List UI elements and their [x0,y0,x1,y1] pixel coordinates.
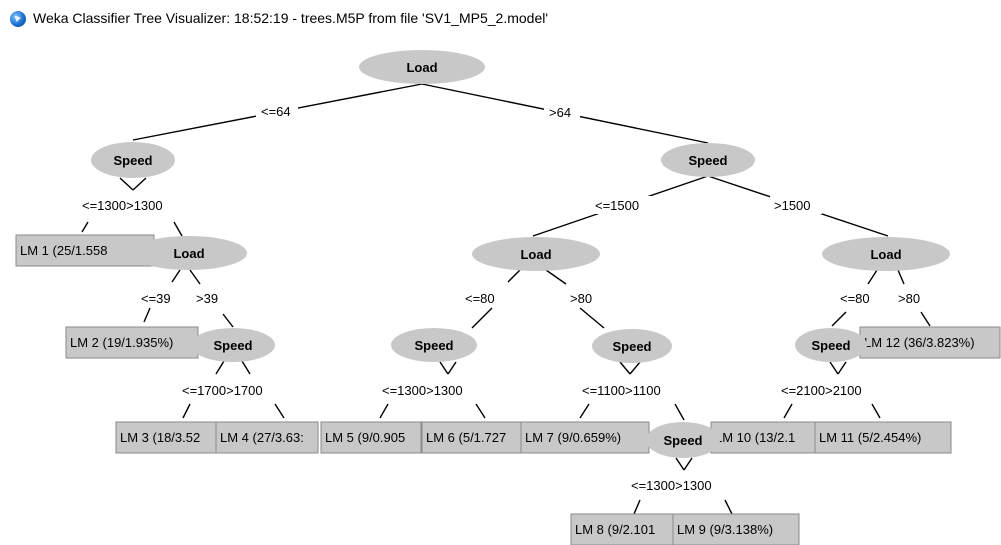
svg-text:Speed: Speed [414,338,453,353]
leaf-lm10: LM 10 (13/2.1 [710,421,816,454]
svg-text:LM 7 (9/0.659%): LM 7 (9/0.659%) [525,430,621,445]
edge-label: <=39 [141,291,171,306]
edge-label: <=1500 [595,198,639,213]
edge-labels: <=64 >64 <=1300>1300 <=1500 >1500 <=39 >… [82,104,920,493]
weka-bird-icon [10,11,26,27]
decision-nodes: Load Speed Speed Load Speed Load Load Sp… [91,50,950,458]
svg-text:Speed: Speed [213,338,252,353]
node-load-root: Load [359,50,485,84]
svg-text:Speed: Speed [113,153,152,168]
node-speed-left: Speed [91,142,175,178]
leaf-lm9: LM 9 (9/3.138%) [672,513,800,545]
leaf-lm5: LM 5 (9/0.905 [320,421,422,454]
leaf-lm8: LM 8 (9/2.101 [570,513,674,545]
svg-text:Speed: Speed [688,153,727,168]
svg-text:Load: Load [406,60,437,75]
node-load-a: Load [131,236,247,270]
svg-text:Load: Load [173,246,204,261]
edge-label: <=80 [465,291,495,306]
edge-label: <=1100>1100 [582,383,661,398]
svg-text:Speed: Speed [612,339,651,354]
svg-text:LM 11 (5/2.454%): LM 11 (5/2.454%) [819,430,921,445]
edge-label: >80 [570,291,592,306]
svg-text:LM 1 (25/1.558: LM 1 (25/1.558 [20,243,107,258]
edge-label: >39 [196,291,218,306]
svg-text:Load: Load [520,247,551,262]
edge-label: <=2100>2100 [781,383,862,398]
node-speed-e: Speed [795,328,867,362]
edge-label: <=64 [261,104,291,119]
leaf-nodes: LM 1 (25/1.558 LM 2 (19/1.935%) LM 3 (18… [15,234,1001,545]
svg-text:LM 6 (5/1.727: LM 6 (5/1.727 [426,430,506,445]
node-speed-right: Speed [661,143,755,177]
svg-text:Speed: Speed [811,338,850,353]
title-bar: Weka Classifier Tree Visualizer: 18:52:1… [0,0,1001,38]
edge-label: <=1700>1700 [182,383,263,398]
leaf-lm7: LM 7 (9/0.659%) [520,421,650,454]
svg-text:LM 9 (9/3.138%): LM 9 (9/3.138%) [677,522,773,537]
edge-label: >80 [898,291,920,306]
svg-text:LM 12 (36/3.823%): LM 12 (36/3.823%) [864,335,975,350]
svg-text:LM 8 (9/2.101: LM 8 (9/2.101 [575,522,655,537]
node-speed-c: Speed [592,329,672,363]
svg-text:LM 5 (9/0.905: LM 5 (9/0.905 [325,430,405,445]
edge-label: <=80 [840,291,870,306]
node-speed-b: Speed [391,328,477,362]
node-speed-d: Speed [646,422,720,458]
leaf-lm12: LM 12 (36/3.823%) [859,326,1001,359]
node-load-c: Load [822,237,950,271]
svg-text:LM 3 (18/3.52: LM 3 (18/3.52 [120,430,200,445]
leaf-lm6: LM 6 (5/1.727 [421,421,523,454]
leaf-lm3: LM 3 (18/3.52 [115,421,217,454]
svg-text:Speed: Speed [663,433,702,448]
svg-text:LM 10 (13/2.1: LM 10 (13/2.1 [715,430,795,445]
edge-label: <=1300>1300 [82,198,163,213]
edge-label: >64 [549,105,571,120]
edge-label: >1500 [774,198,811,213]
node-speed-a: Speed [191,328,275,362]
svg-text:LM 4 (27/3.63:: LM 4 (27/3.63: [220,430,304,445]
leaf-lm2: LM 2 (19/1.935%) [65,326,199,359]
svg-text:LM 2 (19/1.935%): LM 2 (19/1.935%) [70,335,173,350]
window-title: Weka Classifier Tree Visualizer: 18:52:1… [33,10,549,26]
edge-label: <=1300>1300 [631,478,712,493]
leaf-lm11: LM 11 (5/2.454%) [814,421,952,454]
leaf-lm1: LM 1 (25/1.558 [15,234,155,267]
svg-text:Load: Load [870,247,901,262]
node-load-b: Load [472,237,600,271]
edge-label: <=1300>1300 [382,383,463,398]
leaf-lm4: LM 4 (27/3.63: [215,421,319,454]
